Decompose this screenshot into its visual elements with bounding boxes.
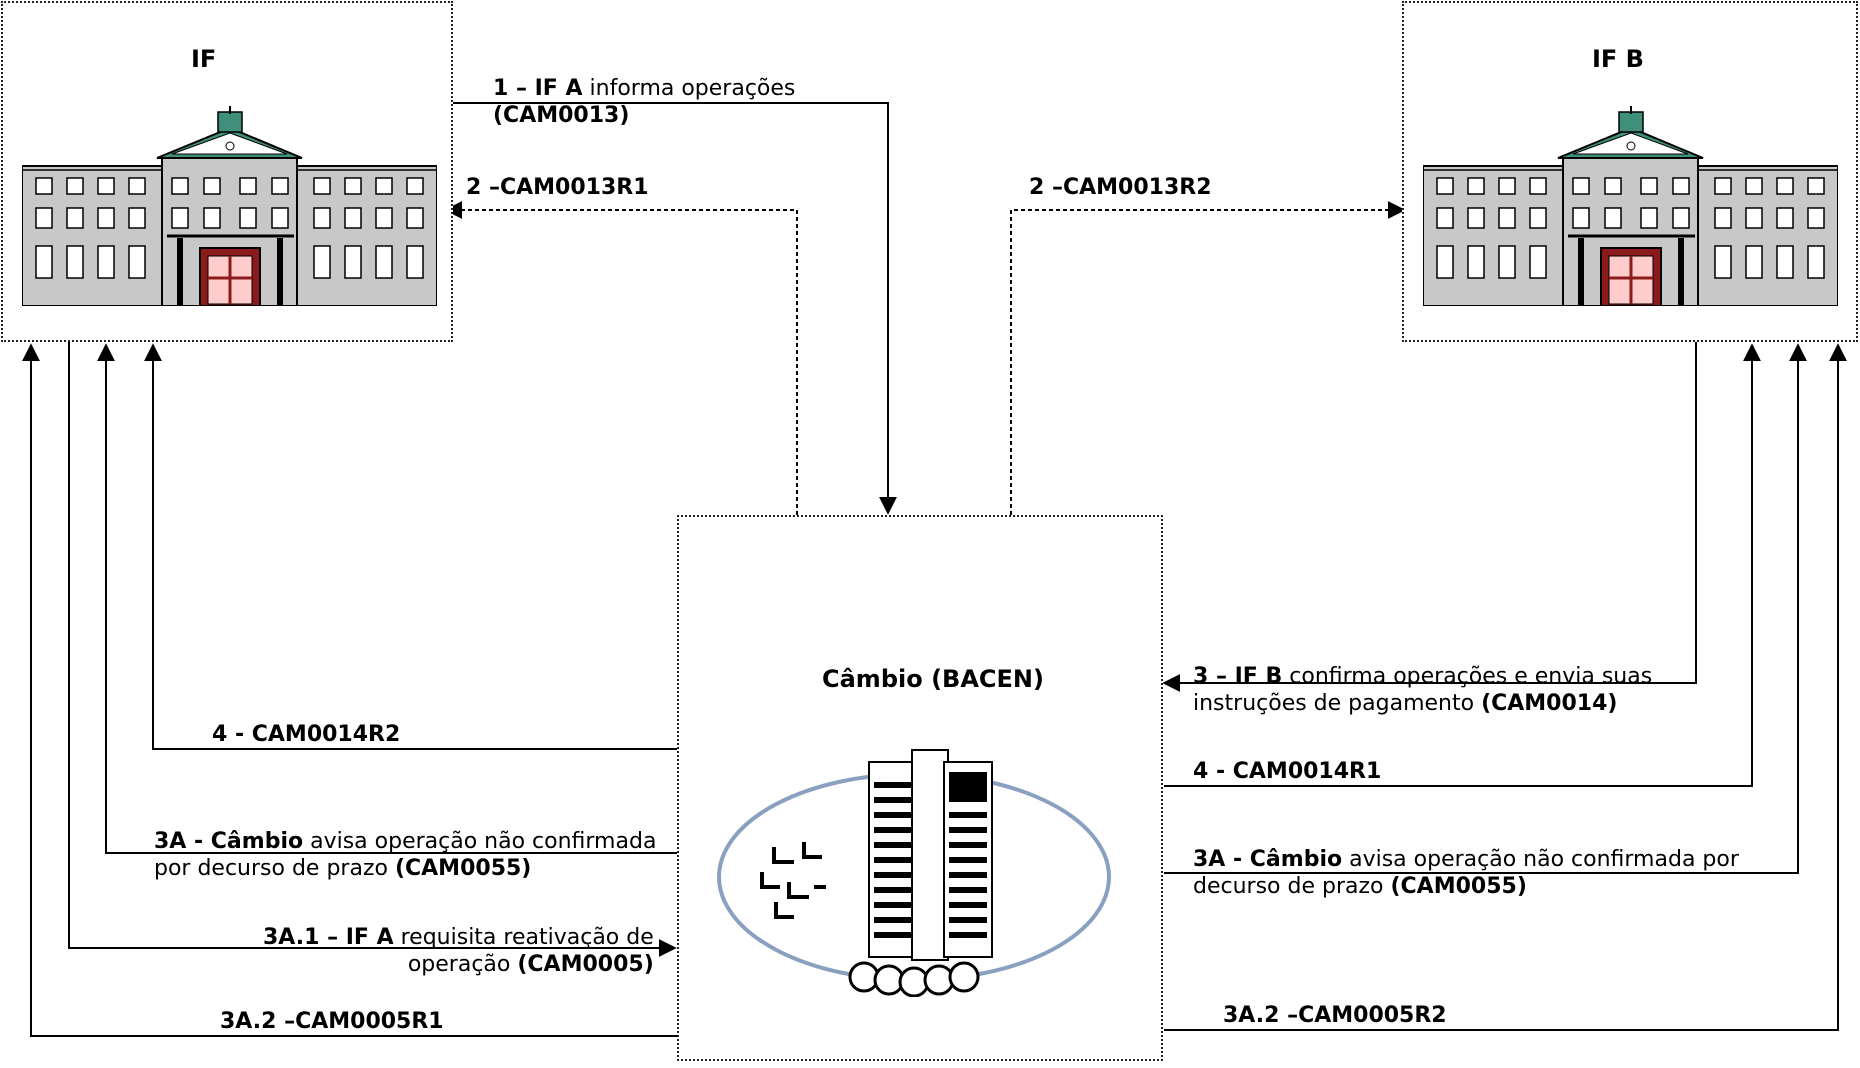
label-msg-3a2-r2: 3A.2 –CAM0005R2 [1223, 1002, 1447, 1029]
node-if-b-title: IF B [1592, 45, 1644, 73]
label-msg-4-r1: 4 - CAM0014R1 [1193, 758, 1381, 785]
bank-building-icon [22, 106, 437, 306]
label-msg-4-r2: 4 - CAM0014R2 [212, 721, 400, 748]
arrow-4-cam0014r1 [1164, 345, 1752, 786]
arrow-4-cam0014r2 [153, 345, 678, 749]
arrow-2-cam0013r2 [1011, 210, 1404, 515]
label-msg-3a1: 3A.1 – IF A requisita reativação de oper… [263, 924, 654, 978]
bacen-headquarters-icon [714, 742, 1114, 997]
label-msg-1: 1 – IF A informa operações (CAM0013) [493, 75, 795, 129]
label-msg-2-r1: 2 –CAM0013R1 [466, 174, 649, 201]
arrow-2-cam0013r1 [446, 210, 797, 515]
node-if-a: IF [1, 1, 453, 342]
label-msg-3a-left: 3A - Câmbio avisa operação não confirmad… [154, 828, 656, 882]
arrow-3-cam0014 [1164, 342, 1696, 683]
bank-building-icon [1423, 106, 1838, 306]
label-msg-3a-right: 3A - Câmbio avisa operação não confirmad… [1193, 846, 1739, 900]
node-cambio-title: Câmbio (BACEN) [822, 665, 1044, 693]
arrow-3a-right [1164, 345, 1798, 873]
label-msg-2-r2: 2 –CAM0013R2 [1029, 174, 1212, 201]
node-if-b: IF B [1402, 1, 1858, 342]
label-msg-3a2-r1: 3A.2 –CAM0005R1 [220, 1008, 444, 1035]
arrow-3a-left [106, 345, 678, 853]
label-msg-3: 3 – IF B confirma operações e envia suas… [1193, 663, 1652, 717]
node-cambio: Câmbio (BACEN) [677, 515, 1163, 1061]
arrow-1-operations [450, 103, 888, 513]
node-if-a-title: IF [191, 45, 216, 73]
